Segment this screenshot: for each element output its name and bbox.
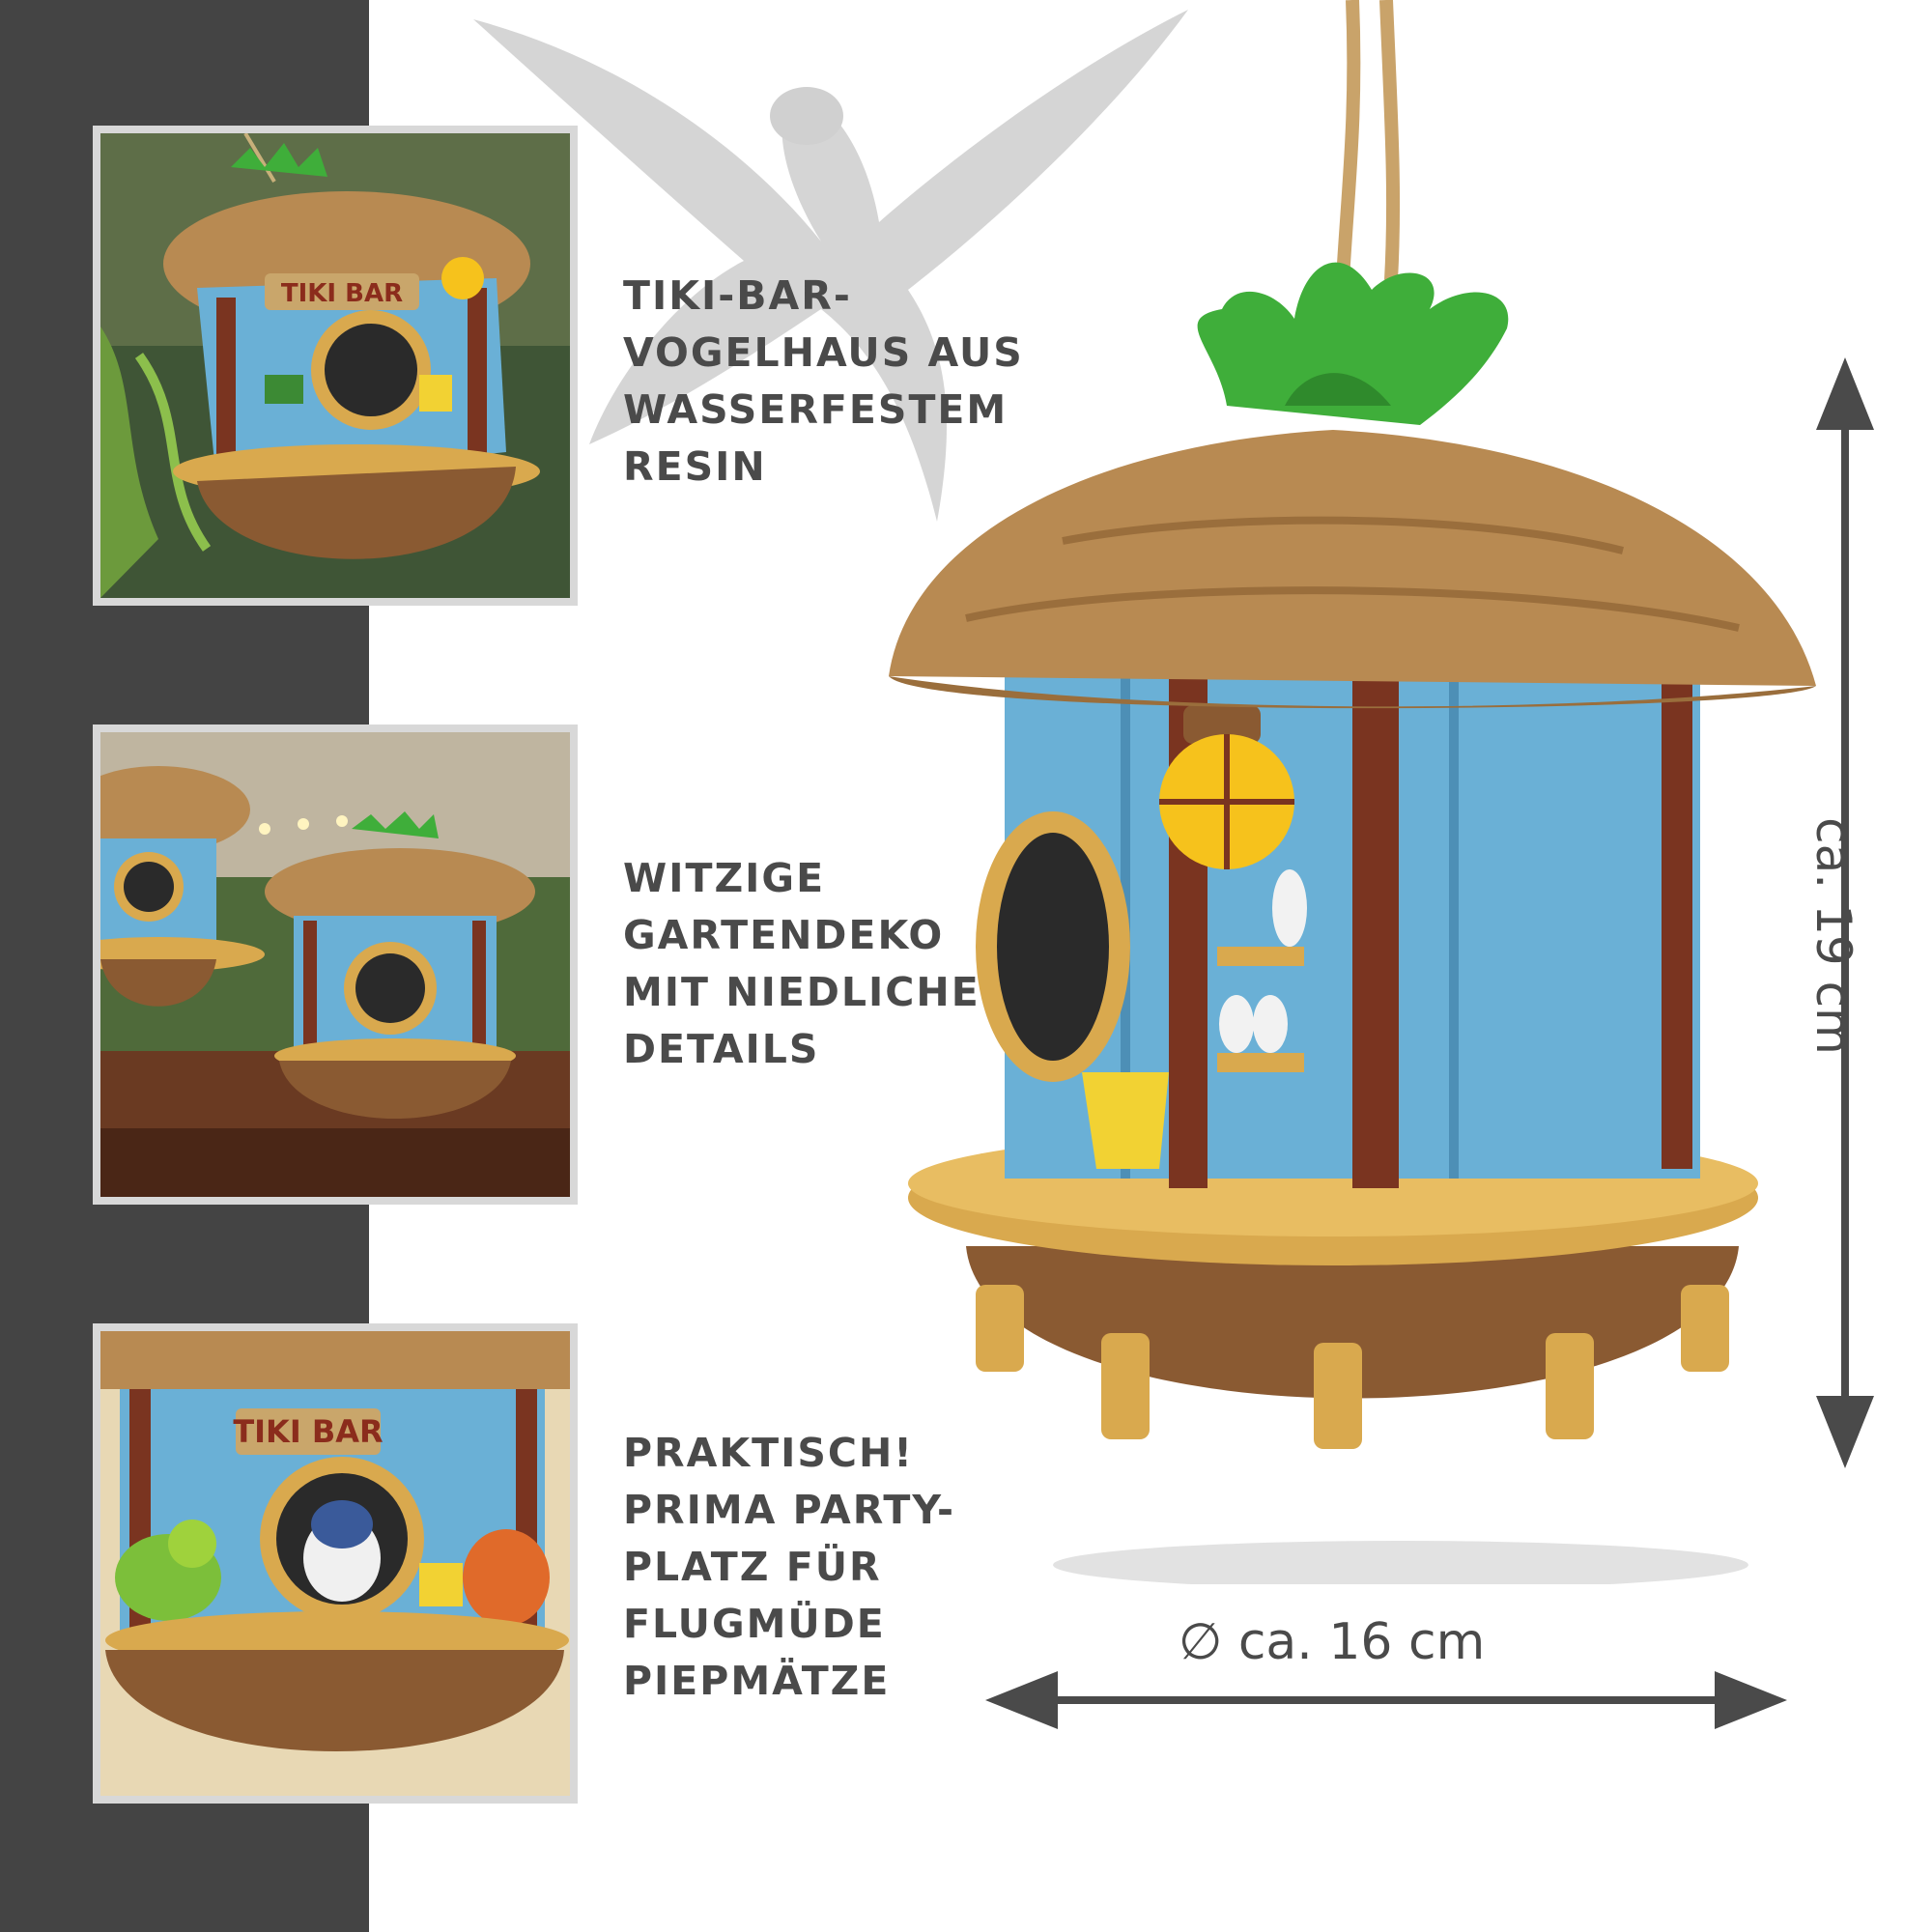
feature-line: Prima Party- xyxy=(623,1487,956,1533)
feature-line: Details xyxy=(623,1026,820,1072)
feature-line: Platz für xyxy=(623,1544,882,1590)
feature-line: Piepmätze xyxy=(623,1658,891,1704)
main-product-birdhouse xyxy=(889,0,1816,1584)
thumb1-sign: TIKI BAR xyxy=(281,279,403,308)
feature-line: mit niedlichen xyxy=(623,969,1016,1015)
feature-text-material: Tiki-Bar- Vogelhaus aus wasserfestem Res… xyxy=(623,268,1077,496)
height-dimension-label: ca. 19 cm xyxy=(1805,817,1861,1055)
arrow-horizontal-icon xyxy=(985,1671,1787,1729)
thumbnail-hanging-birdhouse: TIKI BAR xyxy=(93,126,578,606)
feature-line: Resin xyxy=(623,443,767,490)
diameter-dimension-label: ∅ ca. 16 cm xyxy=(1179,1613,1486,1671)
thumbnail-birdhouses-on-railing xyxy=(93,724,578,1205)
feature-line: Tiki-Bar- xyxy=(623,272,852,319)
feature-text-decor: Witzige Gartendeko mit niedlichen Detail… xyxy=(623,850,1077,1078)
bird-silhouette-icon xyxy=(473,10,1188,522)
feature-line: flugmüde xyxy=(623,1601,886,1647)
arrow-vertical-icon xyxy=(1816,357,1874,1468)
feature-line: Praktisch! xyxy=(623,1430,914,1476)
feature-line: wasserfestem xyxy=(623,386,1009,433)
thumb3-sign: TIKI BAR xyxy=(233,1413,383,1450)
feature-text-practical: Praktisch! Prima Party- Platz für flugmü… xyxy=(623,1425,1077,1710)
feature-line: Gartendeko xyxy=(623,912,945,958)
feature-line: Vogelhaus aus xyxy=(623,329,1024,376)
thumbnail-birdhouse-with-birds: TIKI BAR xyxy=(93,1323,578,1804)
feature-line: Witzige xyxy=(623,855,826,901)
